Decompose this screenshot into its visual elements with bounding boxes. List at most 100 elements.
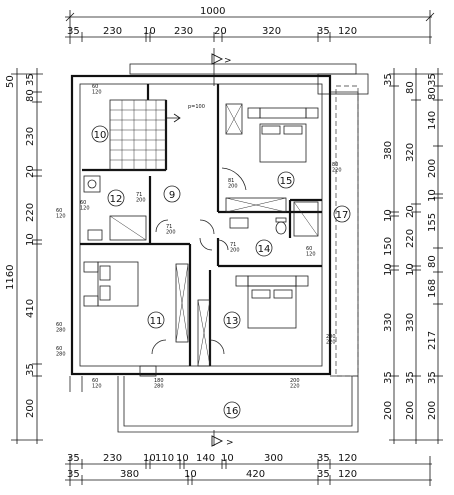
bed-room-11 [97,261,139,307]
dim-top-seg-8: 120 [338,26,357,37]
dim-right1-seg-1: 35 [383,73,394,86]
dim-bot2-seg-6: 120 [338,469,357,480]
dim-right1-seg-3: 10 [383,209,394,222]
dim-bot1-seg-9: 35 [317,453,330,464]
room-13-label: 13 [226,316,239,327]
dim-bot2-seg-2: 380 [120,469,139,480]
dim-left-top-1: 50 [5,75,16,88]
dim-right3-seg-5: 10 [427,189,438,202]
dim-top-total: 1000 [200,6,225,17]
dim-bot1-seg-10: 120 [338,453,357,464]
dim-right2-seg-6: 330 [405,313,416,332]
room-10-label: 10 [94,130,107,141]
dim-bot1-seg-5: 10 [176,453,189,464]
room-16-label: 16 [226,406,239,417]
dim-right2-seg-4: 220 [405,229,416,248]
dim-right1-seg-4: 150 [383,237,394,256]
bed-room-15 [259,123,307,163]
dim-left-seg-7: 200 [25,399,36,418]
dim-bot2-seg-4: 420 [246,469,265,480]
staircase [109,99,181,171]
opening-o2: p=100 [188,104,205,110]
terrace-outlines [69,63,369,433]
dim-right2-seg-7: 35 [405,371,416,384]
dim-right1-seg-7: 35 [383,371,394,384]
dim-left-seg-3: 220 [25,203,36,222]
dim-bot1-seg-1: 35 [67,453,80,464]
dim-right3-seg-2: 80 [427,87,438,100]
dim-right2-seg-2: 320 [405,143,416,162]
room-15-label: 15 [280,176,293,187]
dim-bot1-seg-8: 300 [264,453,283,464]
dim-top-seg-4: 230 [174,26,193,37]
room-12: 12 [107,189,125,207]
room-11-label: 11 [150,316,163,327]
dim-bot1-seg-6: 140 [196,453,215,464]
dim-right2-seg-3: 20 [405,205,416,218]
door-swings [139,167,247,377]
dim-right3-seg-7: 80 [427,255,438,268]
dim-right1-seg-8: 200 [383,401,394,420]
room-17-label: 17 [336,210,349,221]
section-markers: > > [211,48,234,448]
dim-top-seg-6: 320 [262,26,281,37]
dim-top-seg-7: 35 [317,26,330,37]
room-14-label: 14 [258,244,271,255]
dim-bot1-seg-2: 230 [103,453,122,464]
room-15: 15 [277,171,295,189]
furniture [83,103,319,367]
right-dimension-lines: 35 380 10 150 10 330 35 200 80 320 20 22… [383,68,443,444]
dim-right1-seg-6: 330 [383,313,394,332]
room-13: 13 [223,311,241,329]
dim-right3-seg-10: 35 [427,371,438,384]
dim-bot1-seg-7: 10 [221,453,234,464]
bottom-dimension-lines: 35 230 10 110 10 140 10 300 35 120 35 38… [65,453,432,486]
bed-room-13 [247,285,297,329]
stair-direction-arrow-icon [166,113,181,123]
dim-left-seg-2: 20 [25,165,36,178]
dim-right3-seg-6: 155 [427,213,438,232]
dim-right1-seg-5: 10 [383,263,394,276]
dim-top-seg-5: 20 [214,26,227,37]
top-dimension-lines: 1000 35 230 10 230 20 320 35 120 [65,6,435,44]
room-9-label: 9 [169,190,175,201]
room-11: 11 [147,311,165,329]
room-10: 10 [91,125,109,143]
dim-right3-seg-9: 217 [427,331,438,350]
dim-left-top-2: 35 [25,73,36,86]
room-14: 14 [255,239,273,257]
room-9: 9 [163,185,181,203]
dim-top-seg-2: 230 [103,26,122,37]
dim-left-seg-1: 230 [25,127,36,146]
dim-right3-seg-4: 200 [427,159,438,178]
dim-left-seg-4: 10 [25,233,36,246]
dim-left-total: 1160 [5,265,16,290]
room-numbers: 10 12 9 15 14 11 13 17 [91,125,351,419]
walls [70,74,332,376]
room-17: 17 [333,205,351,223]
dim-bot2-seg-3: 10 [184,469,197,480]
dim-bot2-seg-1: 35 [67,469,80,480]
dim-right3-seg-3: 140 [427,111,438,130]
dim-top-seg-1: 35 [67,26,80,37]
dim-right2-seg-8: 200 [405,401,416,420]
dim-left-top-3: 80 [25,89,36,102]
section-marker-top-label: > [224,56,232,66]
dim-right3-seg-1: 35 [427,73,438,86]
room-16: 16 [223,401,241,419]
dim-bot2-seg-5: 35 [317,469,330,480]
dim-left-seg-5: 410 [25,299,36,318]
